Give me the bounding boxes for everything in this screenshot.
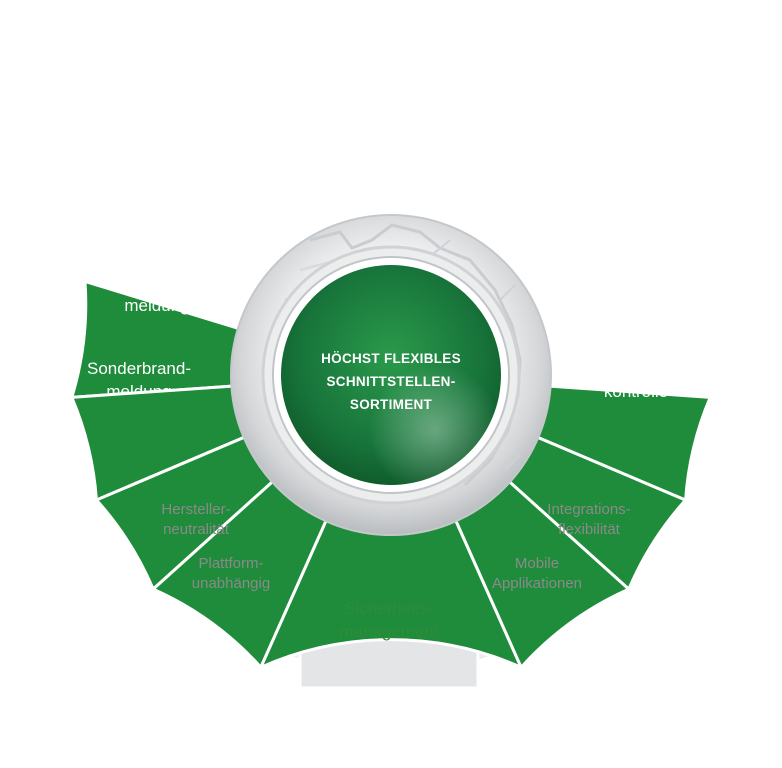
center-title-line-2: SCHNITTSTELLEN- (327, 374, 456, 389)
segment-label-line-1: Gebäude- (583, 273, 659, 292)
feature-label-line-2: Applikationen (492, 575, 582, 592)
segment-label-line-2: wachung (424, 140, 493, 159)
segment-label-line-2: meldung (289, 140, 354, 159)
center-title-line-3: SORTIMENT (350, 397, 433, 412)
segment-ring: Sonderbrand-meldungGefahren-meldungBrand… (69, 117, 713, 671)
feature-label-line-1: Plattform- (198, 555, 263, 572)
segment-label-line-1: Brand- (196, 178, 247, 197)
segment-label-line-1: Einbruch- (286, 117, 359, 136)
segment-label-line-2: leittechnik (583, 296, 659, 315)
center-title-line-1: HÖCHST FLEXIBLES (321, 351, 461, 366)
segment-label-line-2: kontrolle (604, 382, 668, 401)
feature-label-line-2: unabhängig (192, 575, 270, 592)
feature-label-line-1: Sicherheits- (344, 599, 434, 618)
feature-label-line-2: flexibilität (558, 521, 621, 538)
segment-label-line-1: Fluchttür- (529, 178, 601, 197)
segment-label-line-2: steuerung (527, 201, 603, 220)
feature-label-line-1: Hersteller- (161, 501, 230, 518)
feature-label-line-1: Mobile (515, 555, 559, 572)
segment-label-line-1: Gefahren- (119, 273, 196, 292)
feature-label-line-1: Integrations- (547, 501, 630, 518)
segment-label-line-2: meldung (189, 201, 254, 220)
segment-label-line-2: meldung (124, 296, 189, 315)
center-sphere: HÖCHST FLEXIBLES SCHNITTSTELLEN- SORTIME… (281, 265, 501, 485)
feature-label-line-2: management (339, 622, 439, 641)
feature-label-line-2: neutralität (163, 521, 230, 538)
feature-labels: Hersteller- neutralität Plattform- unabh… (161, 501, 630, 641)
segment-label-line-1: Zutritts- (607, 359, 665, 378)
segment-label-line-1: Videoüber- (418, 117, 501, 136)
segment-label-line-1: Sonderbrand- (87, 359, 191, 378)
